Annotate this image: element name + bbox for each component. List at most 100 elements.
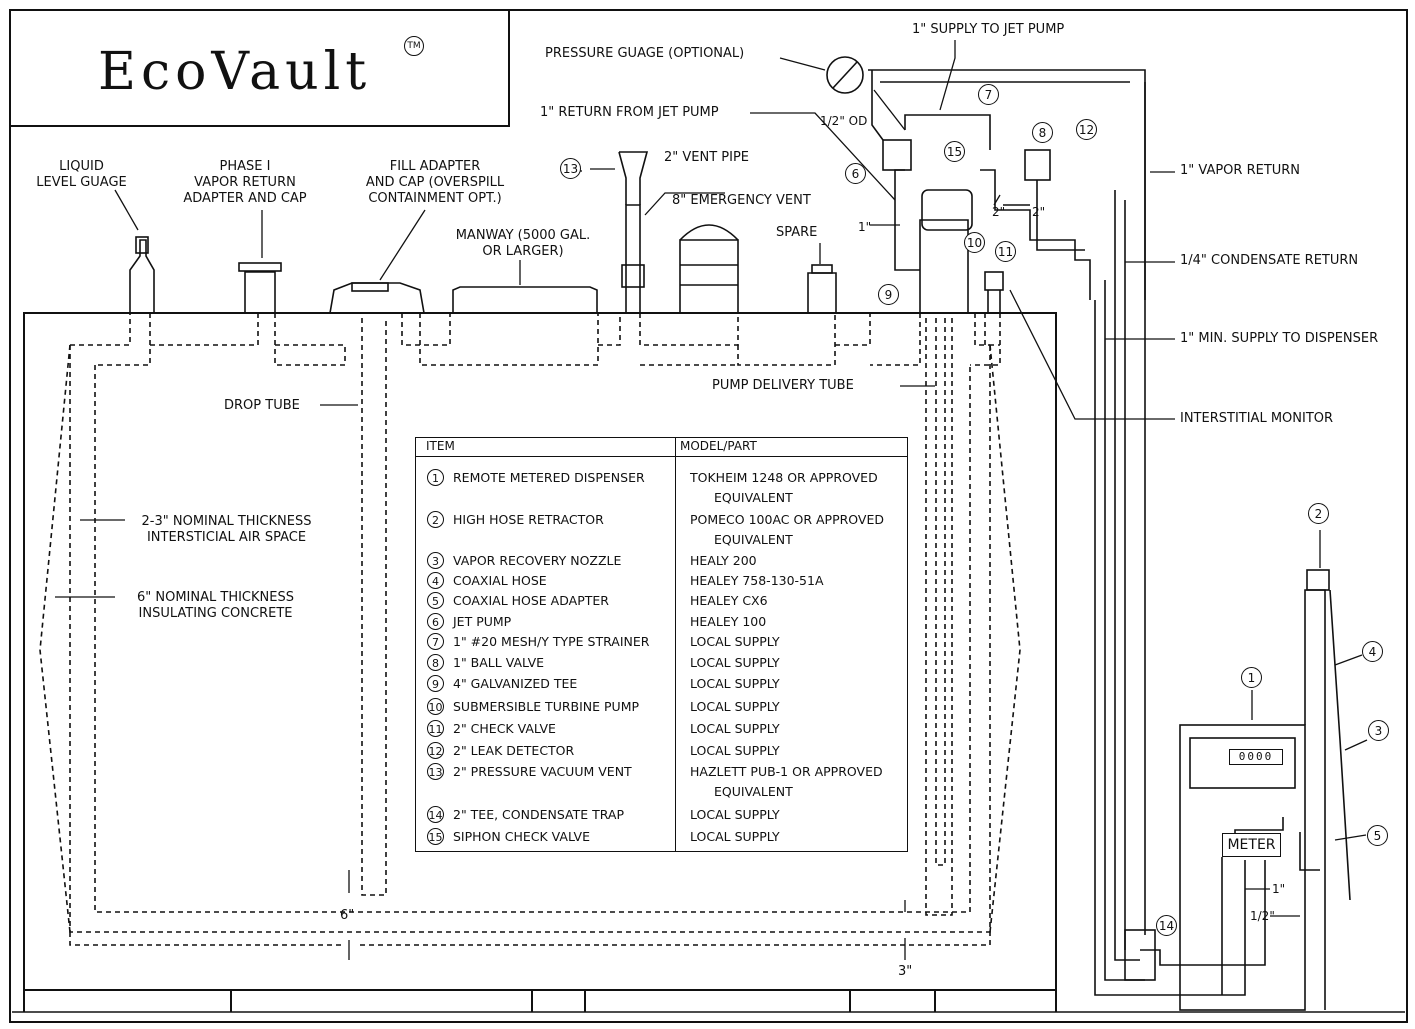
row-description: 2" TEE, CONDENSATE TRAP [453, 807, 625, 822]
row-description: SUBMERSIBLE TURBINE PUMP [453, 699, 640, 714]
label-interstitial-monitor: INTERSTITIAL MONITOR [1180, 411, 1334, 426]
row-description: 2" LEAK DETECTOR [453, 743, 575, 758]
callout-3: 3 [1368, 720, 1389, 741]
label-fill-adapter: FILL ADAPTER AND CAP (OVERSPILL CONTAINM… [340, 159, 530, 207]
label-insulating-concrete: 6" NOMINAL THICKNESS INSULATING CONCRETE [118, 590, 313, 622]
row-description: JET PUMP [453, 614, 512, 629]
logo-text: EcoVault [98, 42, 372, 102]
label-three-inch: 3" [898, 964, 913, 979]
row-number: 1 [427, 469, 444, 486]
row-model: LOCAL SUPPLY [690, 829, 780, 844]
label-fill-line1: FILL ADAPTER [389, 159, 481, 174]
table-header-model: MODEL/PART [680, 439, 757, 453]
inner-tank [39, 313, 1021, 946]
row-description: COAXIAL HOSE ADAPTER [453, 593, 609, 608]
table-row: 3 VAPOR RECOVERY NOZZLE HEALY 200 [416, 552, 909, 572]
row-description: 1" #20 MESH/Y TYPE STRAINER [453, 634, 650, 649]
row-number: 3 [427, 552, 444, 569]
parts-table: ITEM MODEL/PART 1 REMOTE METERED DISPENSE… [415, 437, 908, 852]
table-row: 1 REMOTE METERED DISPENSER TOKHEIM 1248 OR… [416, 469, 909, 505]
pump-piping [826, 56, 1351, 1011]
label-fill-line3: CONTAINMENT OPT.) [368, 191, 502, 206]
label-half-inch-od: 1/2" OD [820, 114, 868, 128]
row-model: TOKHEIM 1248 OR APPROVED [690, 470, 878, 485]
callout-11: 11 [995, 241, 1016, 262]
label-manway: MANWAY (5000 GAL. OR LARGER) [433, 228, 613, 260]
leader-lines [55, 40, 1368, 960]
callout-6: 6 [845, 163, 866, 184]
top-fittings [129, 151, 1004, 314]
frame [9, 9, 1408, 1023]
label-phase1-vapor-return: PHASE I VAPOR RETURN ADAPTER AND CAP [160, 159, 330, 207]
row-number: 2 [427, 511, 444, 528]
row-number: 11 [427, 720, 444, 737]
label-liquid-level-gauge: LIQUID LEVEL GUAGE [34, 159, 129, 191]
table-row: 14 2" TEE, CONDENSATE TRAP LOCAL SUPPLY [416, 806, 909, 826]
callout-7: 7 [978, 84, 999, 105]
label-pressure-gauge: PRESSURE GUAGE (OPTIONAL) [545, 46, 745, 61]
callout-5: 5 [1367, 825, 1388, 846]
row-model-continued: EQUIVALENT [714, 532, 793, 547]
row-model-continued: EQUIVALENT [714, 784, 793, 799]
label-half-inch-supply: 1/2" [1250, 909, 1275, 923]
row-number: 12 [427, 742, 444, 759]
label-two-inch-right: 2" [1032, 205, 1046, 219]
table-row: 11 2" CHECK VALVE LOCAL SUPPLY [416, 720, 909, 740]
row-number: 8 [427, 654, 444, 671]
row-model: HEALY 200 [690, 553, 757, 568]
row-description: 2" CHECK VALVE [453, 721, 556, 736]
row-description: REMOTE METERED DISPENSER [453, 470, 645, 485]
label-air-space-line2: INTERSTICIAL AIR SPACE [146, 530, 307, 545]
row-model-continued: EQUIVALENT [714, 490, 793, 505]
label-air-space: 2-3" NOMINAL THICKNESS INTERSTICIAL AIR … [124, 514, 329, 546]
row-description: HIGH HOSE RETRACTOR [453, 512, 604, 527]
row-model: LOCAL SUPPLY [690, 634, 780, 649]
label-six-inch: 6" [340, 908, 355, 923]
row-number: 5 [427, 592, 444, 609]
label-emergency-vent: 8" EMERGENCY VENT [672, 193, 811, 208]
table-column-divider [675, 438, 676, 851]
label-supply-to-jet-pump: 1" SUPPLY TO JET PUMP [912, 22, 1065, 37]
row-description: COAXIAL HOSE [453, 573, 547, 588]
row-model: LOCAL SUPPLY [690, 721, 780, 736]
row-description: 4" GALVANIZED TEE [453, 676, 578, 691]
row-model: LOCAL SUPPLY [690, 807, 780, 822]
row-number: 4 [427, 572, 444, 589]
trademark-mark: TM [404, 36, 424, 56]
logo-box [10, 10, 510, 127]
label-concrete-line2: INSULATING CONCRETE [138, 606, 293, 621]
label-pump-delivery-tube: PUMP DELIVERY TUBE [712, 378, 854, 393]
callout-2: 2 [1308, 503, 1329, 524]
callout-13: 13 [560, 158, 581, 179]
table-header-item: ITEM [426, 439, 455, 453]
row-model: LOCAL SUPPLY [690, 676, 780, 691]
row-number: 6 [427, 613, 444, 630]
row-number: 13 [427, 763, 444, 780]
row-number: 14 [427, 806, 444, 823]
label-one-inch-supply: 1" [1272, 882, 1286, 896]
row-model: HAZLETT PUB-1 OR APPROVED [690, 764, 883, 779]
label-fill-line2: AND CAP (OVERSPILL [365, 175, 505, 190]
label-manway-line2: OR LARGER) [482, 244, 564, 259]
callout-4: 4 [1362, 641, 1383, 662]
label-liquid-level-line1: LIQUID [59, 159, 104, 174]
footings [23, 989, 1057, 1012]
callout-14: 14 [1156, 915, 1177, 936]
row-model: LOCAL SUPPLY [690, 655, 780, 670]
callout-1: 1 [1241, 667, 1262, 688]
meter-digits: 0000 [1229, 749, 1283, 765]
row-description: VAPOR RECOVERY NOZZLE [453, 553, 622, 568]
meter-box: METER [1222, 833, 1281, 857]
row-number: 10 [427, 698, 444, 715]
